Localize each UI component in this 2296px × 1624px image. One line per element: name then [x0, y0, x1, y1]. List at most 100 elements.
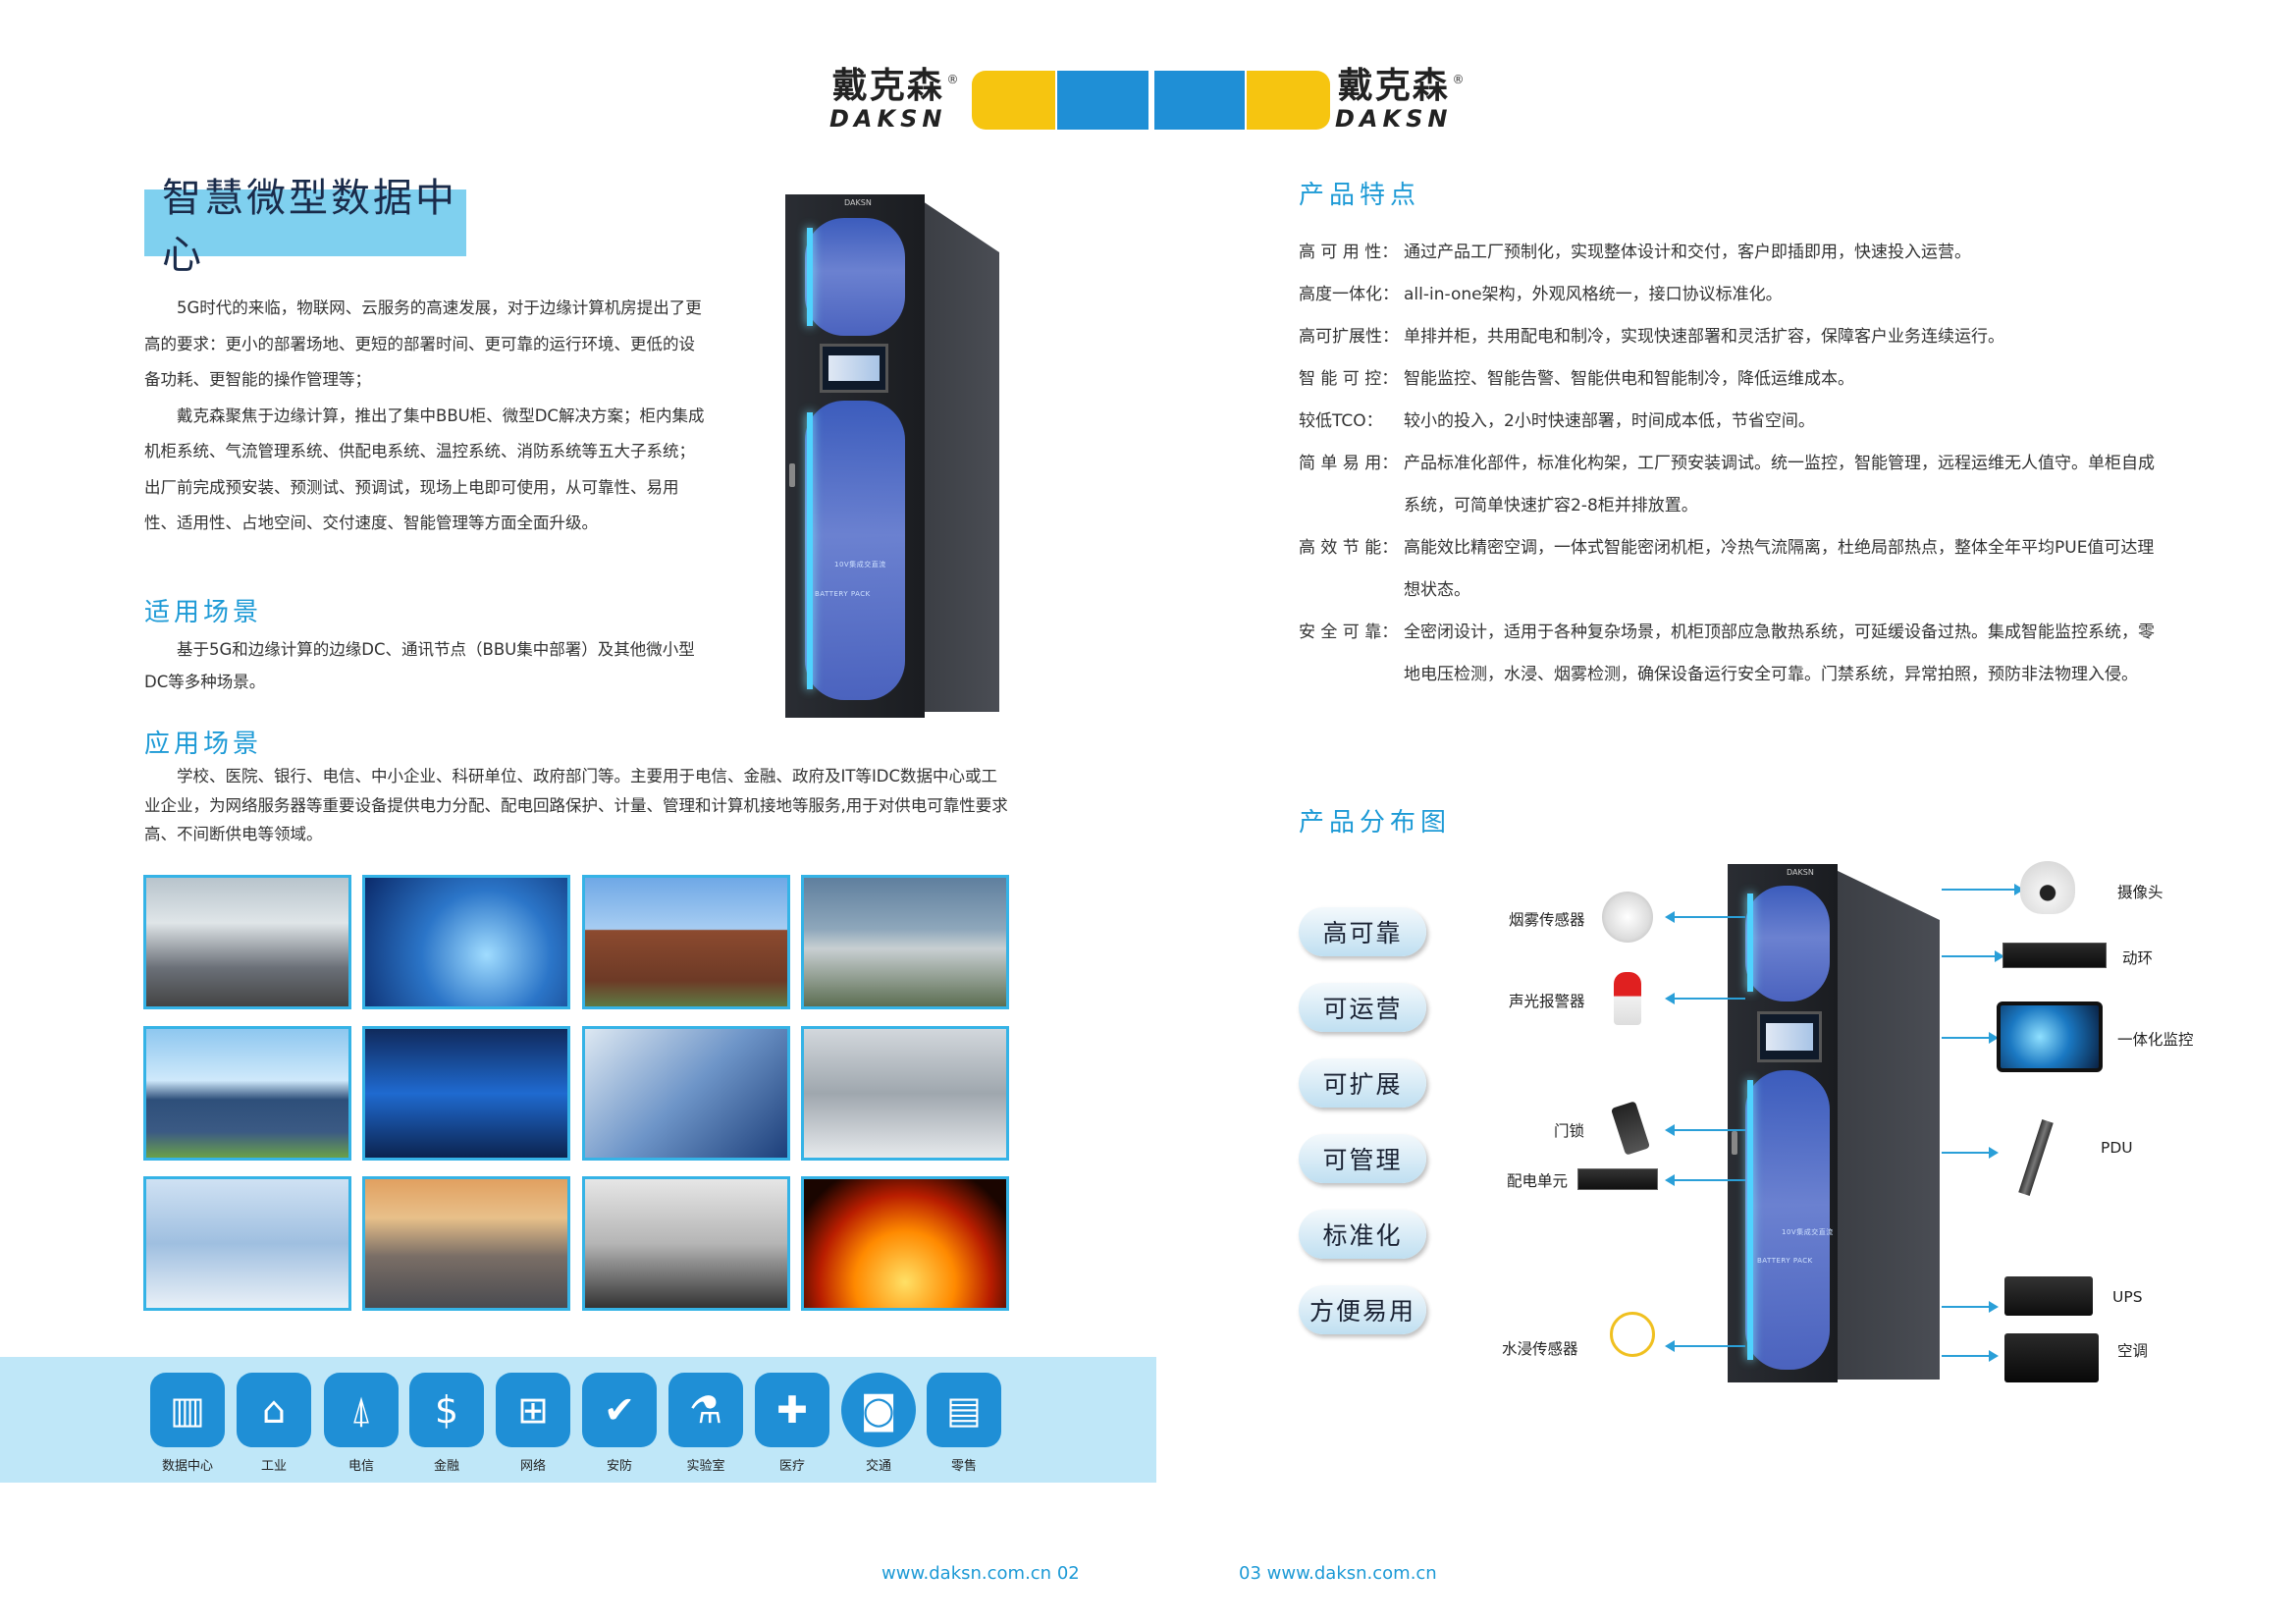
device-label-power-unit: 配电单元 — [1507, 1172, 1569, 1190]
photo-server-room — [362, 1026, 570, 1161]
intro-paragraph: 戴克森聚焦于边缘计算，推出了集中BBU柜、微型DC解决方案；柜内集成机柜系统、气… — [144, 406, 705, 533]
flask-icon: ⚗ — [668, 1373, 743, 1447]
photo-microscope — [582, 1026, 790, 1161]
logo-en-text: DAKSN — [1335, 105, 1453, 133]
arrow-door-lock — [1665, 1124, 1745, 1136]
ups-icon — [2004, 1276, 2093, 1316]
feature-label: 智 能 可 控： — [1299, 369, 1399, 389]
door-lock-icon — [1610, 1101, 1651, 1156]
cabinet-brand-label: DAKSN — [1787, 868, 1814, 877]
photo-fire — [801, 1176, 1009, 1311]
device-label-air-conditioner: 空调 — [2117, 1342, 2149, 1360]
arrow-pdu — [1942, 1147, 1999, 1159]
arrow-integrated-monitor — [1942, 1032, 1999, 1044]
pill-scalable: 可扩展 — [1299, 1058, 1426, 1108]
industry-laboratory: ⚗ 实验室 — [668, 1373, 743, 1474]
logo-en-text: DAKSN — [829, 105, 947, 133]
intro-text: 5G时代的来临，物联网、云服务的高速发展，对于边缘计算机房提出了更高的要求：更小… — [144, 291, 709, 542]
logo-cn-text: 戴克森 — [1337, 66, 1450, 106]
photo-solar-wind — [143, 1026, 351, 1161]
application-paragraph: 学校、医院、银行、电信、中小企业、科研单位、政府部门等。主要用于电信、金融、政府… — [144, 767, 1008, 843]
brand-logo-left: 戴克森 DAKSN ® — [829, 67, 958, 133]
header-color-stripe — [972, 71, 1330, 130]
cabinet-brand-label: DAKSN — [844, 198, 872, 207]
industry-security: ✔ 安防 — [582, 1373, 657, 1474]
network-icon: ⊞ — [496, 1373, 570, 1447]
photo-control-panel — [801, 1026, 1009, 1161]
photo-control-room — [143, 875, 351, 1009]
device-label-alarm: 声光报警器 — [1509, 993, 1585, 1010]
application-text: 学校、医院、银行、电信、中小企业、科研单位、政府部门等。主要用于电信、金融、政府… — [144, 762, 1013, 849]
feature-text: 全密闭设计，适用于各种复杂场景，机柜顶部应急散热系统，可延缓设备过热。集成智能监… — [1404, 623, 2155, 684]
device-label-camera: 摄像头 — [2117, 884, 2163, 901]
feature-row: 高度一体化： all-in-one架构，外观风格统一，接口协议标准化。 — [1299, 274, 2163, 316]
industry-network: ⊞ 网络 — [496, 1373, 570, 1474]
medkit-icon: ✚ — [755, 1373, 829, 1447]
arrow-power-unit — [1665, 1174, 1745, 1186]
industry-label: 零售 — [950, 1459, 977, 1474]
feature-text: 产品标准化部件，标准化构架，工厂预安装调试。统一监控，智能管理，远程运维无人值守… — [1404, 454, 2155, 515]
photo-classroom — [582, 1176, 790, 1311]
factory-icon: ⌂ — [237, 1373, 311, 1447]
photo-railway — [362, 1176, 570, 1311]
footer-left: www.daksn.com.cn 02 — [881, 1563, 1080, 1584]
industry-label: 金融 — [433, 1459, 459, 1474]
tower-icon: ⍋ — [324, 1373, 399, 1447]
water-sensor-icon — [1610, 1312, 1655, 1357]
industry-industrial: ⌂ 工业 — [237, 1373, 311, 1474]
power-unit-icon — [1577, 1168, 1658, 1190]
feature-label: 高可扩展性： — [1299, 327, 1399, 347]
feature-text: all-in-one架构，外观风格统一，接口协议标准化。 — [1404, 285, 1783, 304]
scene-heading: 适用场景 — [144, 598, 263, 627]
feature-row: 高 效 节 能： 高能效比精密空调，一体式智能密闭机柜，冷热气流隔离，杜绝局部热… — [1299, 527, 2163, 612]
pill-operable: 可运营 — [1299, 983, 1426, 1032]
device-label-pdu: PDU — [2101, 1139, 2133, 1157]
application-heading: 应用场景 — [144, 730, 263, 759]
pill-reliable: 高可靠 — [1299, 907, 1426, 956]
arrow-ups — [1942, 1301, 1999, 1313]
industry-label: 网络 — [519, 1459, 546, 1474]
money-bag-icon: $ — [409, 1373, 484, 1447]
arrow-air-conditioner — [1942, 1350, 1999, 1362]
arrow-camera — [1942, 884, 2024, 895]
cabinet-battery-text: BATTERY PACK — [1757, 1257, 1813, 1265]
pdu-icon — [2018, 1119, 2054, 1196]
features-heading: 产品特点 — [1299, 181, 1421, 210]
feature-text: 高能效比精密空调，一体式智能密闭机柜，冷热气流隔离，杜绝局部热点，整体全年平均P… — [1404, 538, 2155, 600]
device-label-integrated-monitor: 一体化监控 — [2117, 1031, 2194, 1049]
feature-row: 简 单 易 用： 产品标准化部件，标准化构架，工厂预安装调试。统一监控，智能管理… — [1299, 443, 2163, 527]
feature-text: 智能监控、智能告警、智能供电和智能制冷，降低运维成本。 — [1404, 369, 1854, 389]
store-icon: ▤ — [927, 1373, 1001, 1447]
pill-manageable: 可管理 — [1299, 1134, 1426, 1183]
feature-row: 安 全 可 靠： 全密闭设计，适用于各种复杂场景，机柜顶部应急散热系统，可延缓设… — [1299, 612, 2163, 696]
industry-label: 实验室 — [686, 1459, 725, 1474]
feature-row: 较低TCO： 较小的投入，2小时快速部署，时间成本低，节省空间。 — [1299, 401, 2163, 443]
intro-paragraph: 5G时代的来临，物联网、云服务的高速发展，对于边缘计算机房提出了更高的要求：更小… — [144, 298, 702, 389]
scene-text: 基于5G和边缘计算的边缘DC、通讯节点（BBU集中部署）及其他微小型DC等多种场… — [144, 633, 709, 698]
industry-telecom: ⍋ 电信 — [324, 1373, 399, 1474]
photo-campus-aerial — [801, 875, 1009, 1009]
pill-standardized: 标准化 — [1299, 1210, 1426, 1259]
feature-label: 高度一体化： — [1299, 285, 1399, 304]
feature-text: 较小的投入，2小时快速部署，时间成本低，节省空间。 — [1404, 411, 1815, 431]
train-icon: ◙ — [841, 1373, 916, 1447]
industry-label: 医疗 — [778, 1459, 805, 1474]
brand-logo-right: 戴克森 DAKSN ® — [1335, 66, 1464, 133]
feature-row: 高可扩展性： 单排并柜，共用配电和制冷，实现快速部署和灵活扩容，保障客户业务连续… — [1299, 316, 2163, 358]
cabinet-touchscreen — [1757, 1011, 1822, 1062]
industry-medical: ✚ 医疗 — [755, 1373, 829, 1474]
device-label-water-sensor: 水浸传感器 — [1502, 1340, 1578, 1358]
industry-label: 电信 — [347, 1459, 374, 1474]
camera-icon — [2020, 861, 2075, 914]
arrow-alarm — [1665, 993, 1745, 1004]
registered-mark: ® — [946, 73, 959, 86]
env-monitor-icon — [2002, 943, 2107, 968]
page-title: 智慧微型数据中心 — [144, 176, 466, 278]
device-label-smoke-sensor: 烟雾传感器 — [1509, 911, 1585, 929]
alarm-icon — [1614, 972, 1641, 1025]
photo-university-building — [582, 875, 790, 1009]
registered-mark: ® — [1452, 73, 1465, 86]
integrated-monitor-icon — [1997, 1001, 2103, 1072]
pill-easy-to-use: 方便易用 — [1299, 1285, 1426, 1334]
arrow-water-sensor — [1665, 1340, 1745, 1352]
